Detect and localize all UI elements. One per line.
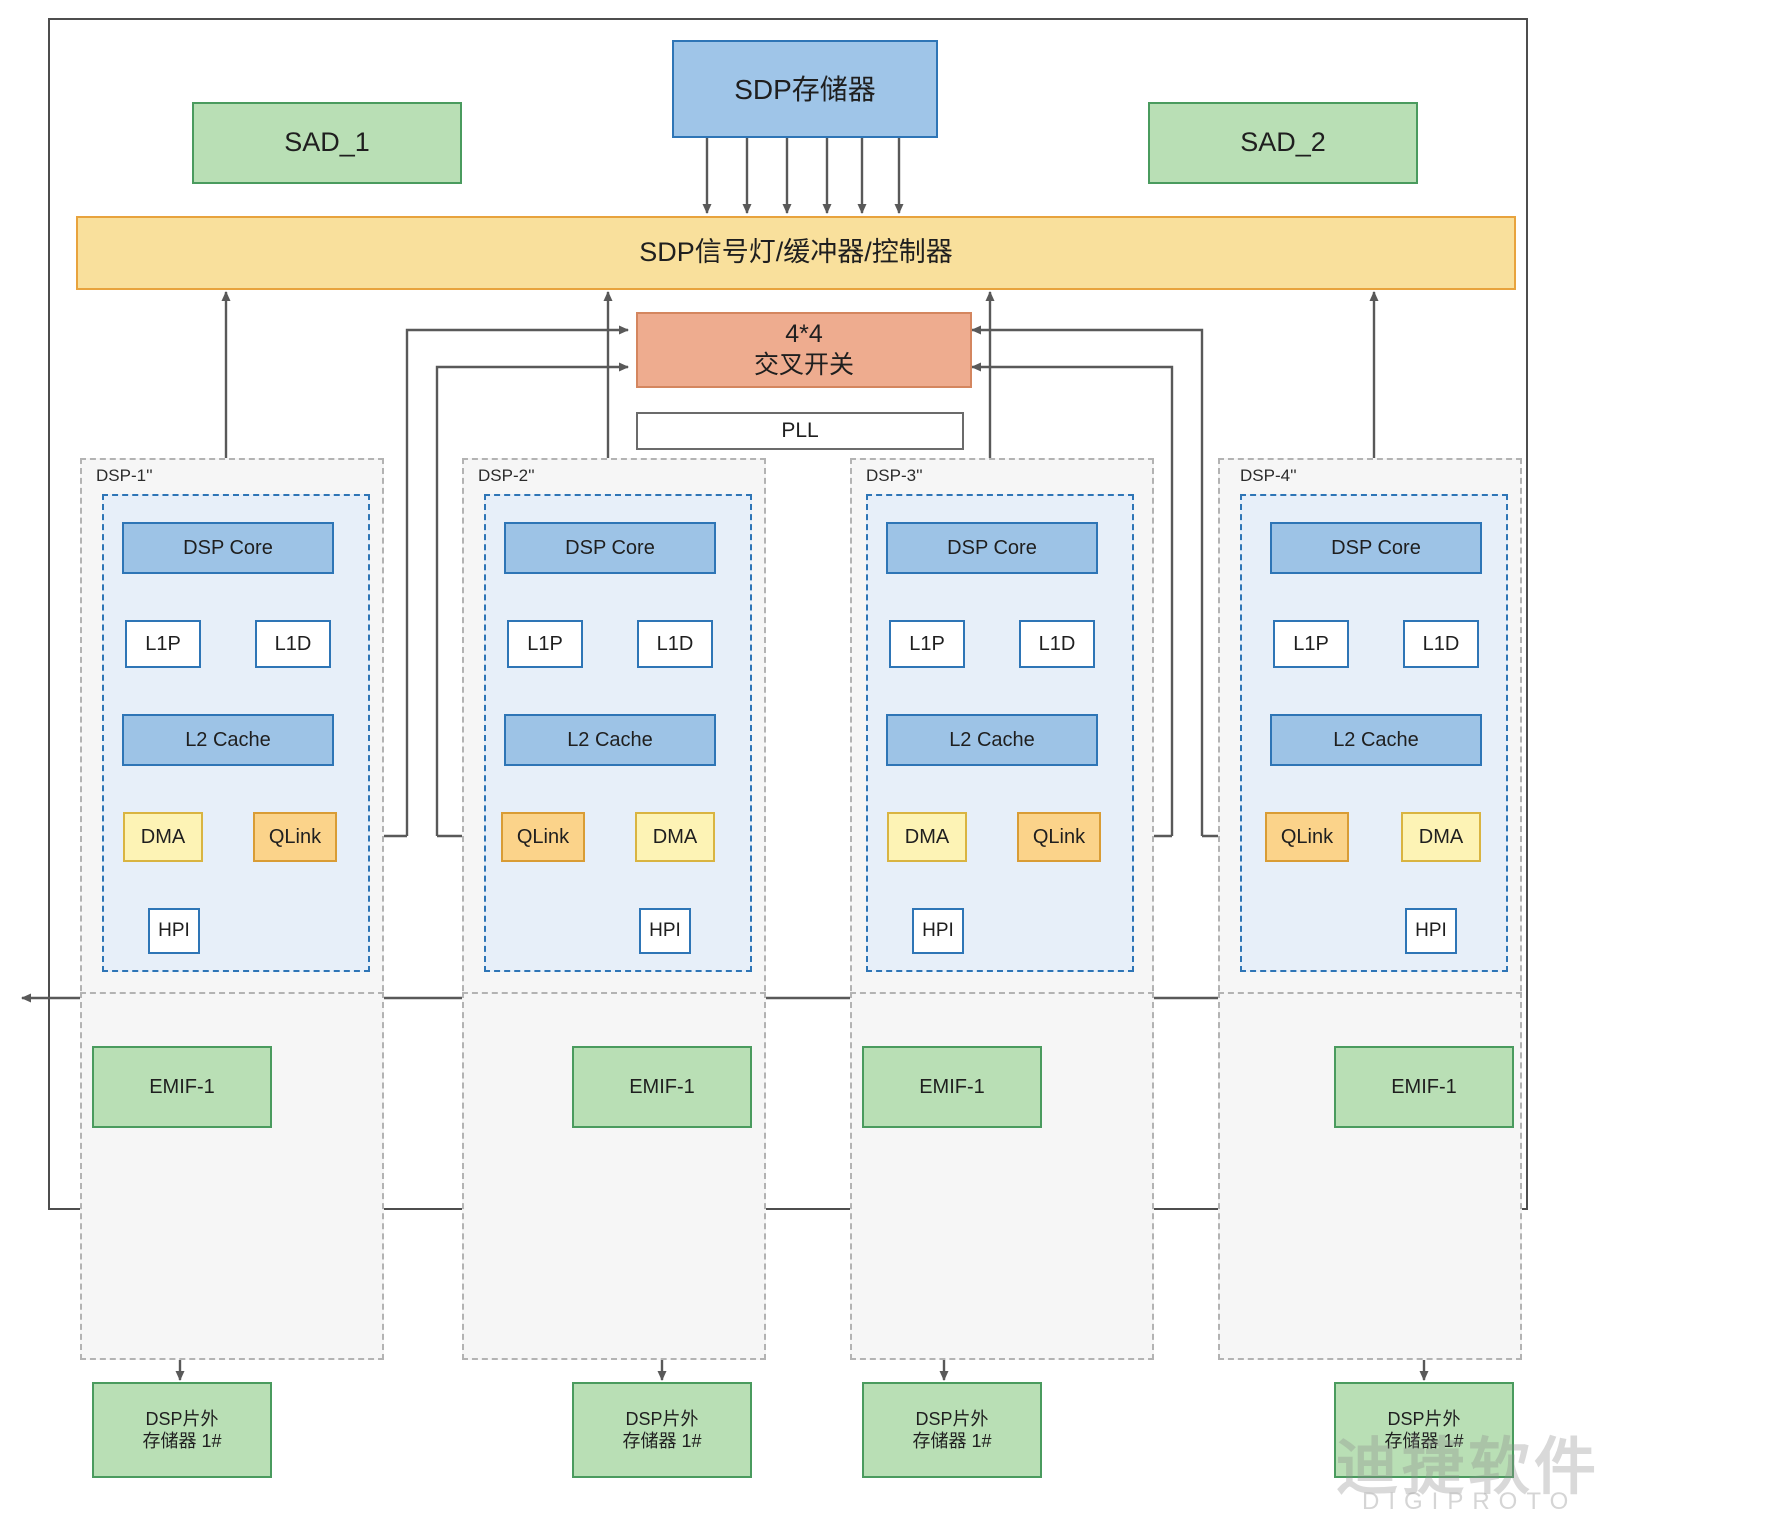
ext-mem-2: DSP片外 存储器 1# [572,1382,752,1478]
system-boundary [48,18,1528,1210]
ext-mem-1-line2: 存储器 1# [142,1431,222,1451]
ext-mem-1: DSP片外 存储器 1# [92,1382,272,1478]
l1d-2: L1D [637,620,713,668]
cluster-label-dsp-2: DSP-2'' [478,466,535,485]
l1d-3: L1D [1019,620,1095,668]
l1p-3: L1P [889,620,965,668]
qlink-3: QLink [1017,812,1101,862]
ext-mem-4: DSP片外 存储器 1# [1334,1382,1514,1478]
l2-cache-4: L2 Cache [1270,714,1482,766]
sdp-memory-block: SDP存储器 [672,40,938,138]
hpi-2: HPI [639,908,691,954]
dma-4: DMA [1401,812,1481,862]
crossbar-line-2: 交叉开关 [753,351,854,379]
ext-mem-4-line1: DSP片外 [1387,1408,1461,1429]
dsp-core-4: DSP Core [1270,522,1482,574]
pll-block: PLL [636,412,964,450]
sad-1-block: SAD_1 [192,102,462,184]
hpi-1: HPI [148,908,200,954]
l1p-4: L1P [1273,620,1349,668]
emif-1-cluster-2: EMIF-1 [572,1046,752,1128]
l1d-4: L1D [1403,620,1479,668]
cluster-label-dsp-4: DSP-4'' [1240,466,1297,485]
hpi-4: HPI [1405,908,1457,954]
emif-1-cluster-1: EMIF-1 [92,1046,272,1128]
l2-cache-3: L2 Cache [886,714,1098,766]
watermark-english: DIGIPROTO [1362,1488,1578,1515]
l2-cache-1: L2 Cache [122,714,334,766]
qlink-4: QLink [1265,812,1349,862]
sad-2-block: SAD_2 [1148,102,1418,184]
sdp-bus-controller-bar: SDP信号灯/缓冲器/控制器 [76,216,1516,290]
ext-mem-3-line1: DSP片外 [915,1408,989,1429]
dsp-core-2: DSP Core [504,522,716,574]
dma-2: DMA [635,812,715,862]
l1d-1: L1D [255,620,331,668]
ext-mem-1-line1: DSP片外 [145,1408,219,1429]
ext-mem-3: DSP片外 存储器 1# [862,1382,1042,1478]
crossbar-switch-block: 4*4 交叉开关 [636,312,972,388]
crossbar-line-1: 4*4 [785,319,823,348]
l1p-1: L1P [125,620,201,668]
ext-mem-3-line2: 存储器 1# [912,1431,992,1451]
dma-3: DMA [887,812,967,862]
ext-mem-4-line2: 存储器 1# [1384,1431,1464,1451]
dsp-core-3: DSP Core [886,522,1098,574]
cluster-label-dsp-3: DSP-3'' [866,466,923,485]
l1p-2: L1P [507,620,583,668]
cluster-label-dsp-1: DSP-1'' [96,466,153,485]
emif-1-cluster-4: EMIF-1 [1334,1046,1514,1128]
emif-1-cluster-3: EMIF-1 [862,1046,1042,1128]
dsp-core-1: DSP Core [122,522,334,574]
l2-cache-2: L2 Cache [504,714,716,766]
hpi-3: HPI [912,908,964,954]
qlink-1: QLink [253,812,337,862]
ext-mem-2-line2: 存储器 1# [622,1431,702,1451]
ext-mem-2-line1: DSP片外 [625,1408,699,1429]
dma-1: DMA [123,812,203,862]
qlink-2: QLink [501,812,585,862]
